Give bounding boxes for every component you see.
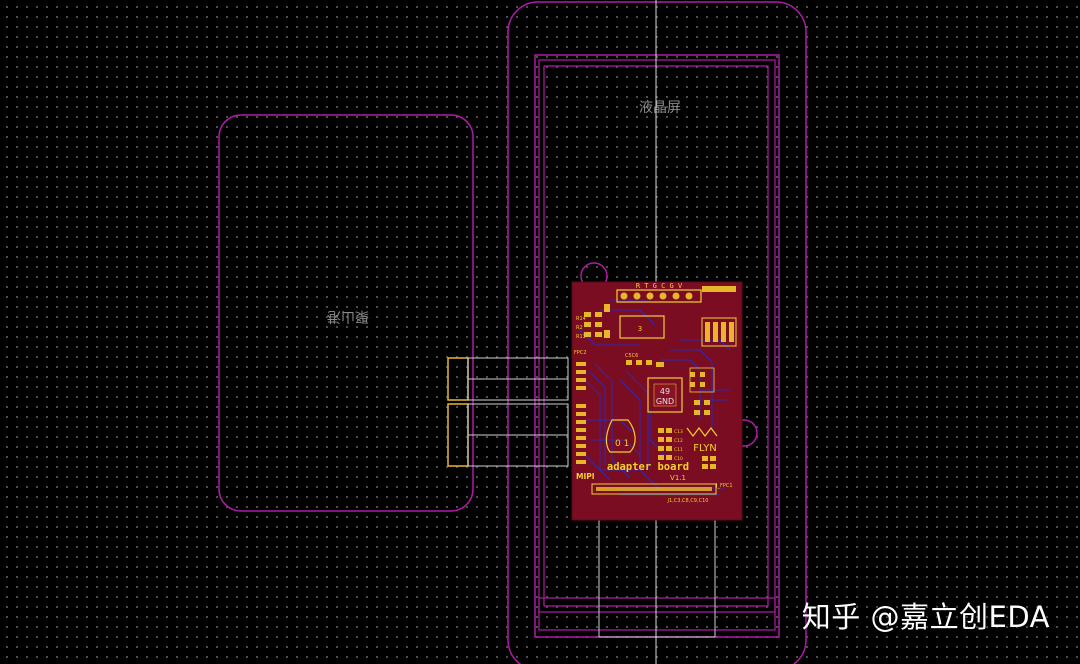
pcb-board[interactable]: R T G C G V 3 R14 R2 R13 FPC2 C5C6 (571, 281, 743, 521)
lcd-label: 液晶屏 (639, 100, 681, 116)
battery-label: 聚山港 (327, 308, 369, 324)
battery-outline[interactable] (218, 114, 474, 512)
r-ref-1: R14 (576, 316, 586, 322)
left-edge-pads[interactable] (576, 362, 586, 464)
c-ref-4: C10 (674, 456, 683, 462)
c-ref-1: C13 (674, 429, 683, 435)
svg-text:0 1: 0 1 (615, 439, 629, 449)
watermark-text: 知乎 @嘉立创EDA (801, 600, 1050, 634)
fpc-cable[interactable] (598, 520, 716, 638)
cap-group-bottom-right[interactable] (702, 456, 716, 469)
cap-row-center[interactable] (626, 360, 664, 367)
fpc-connector[interactable] (591, 483, 717, 495)
mipi-label: MIPI (576, 472, 595, 481)
top-right-pads (702, 286, 736, 292)
dip-switch[interactable] (701, 317, 737, 347)
bottom-ref: J1,C3,C8,C9,C10 (667, 498, 709, 504)
c-ref-3: C11 (674, 447, 683, 453)
lcd-outline-2 (538, 59, 776, 631)
r-ref-2: R2 (576, 325, 583, 331)
traces (579, 299, 731, 496)
main-chip-net: GND (656, 397, 674, 406)
brand-text: FLYN (693, 443, 717, 454)
board-title: adapter board (607, 461, 689, 473)
cap-group-right[interactable] (690, 372, 710, 415)
battery-connector[interactable] (447, 357, 569, 467)
misc-ref: FPC2 (574, 350, 587, 356)
resistor-group-left[interactable] (584, 304, 610, 338)
lcd-outline-4 (538, 597, 776, 613)
ic-top[interactable] (619, 315, 665, 339)
main-chip-pin: 49 (660, 387, 670, 396)
header-pins[interactable] (616, 289, 702, 303)
u-ref: C5C6 (625, 353, 638, 359)
cap-column-center[interactable] (658, 428, 672, 460)
logo-icon: 0 1 (605, 419, 636, 453)
brand-wave-icon (686, 427, 718, 437)
c-ref-2: C12 (674, 438, 683, 444)
enclosure-outline[interactable] (507, 1, 807, 664)
ic-top-ref: 3 (638, 325, 642, 333)
r-ref-3: R13 (576, 334, 586, 340)
conn-ref: J_FPC1 (715, 483, 733, 489)
main-chip[interactable]: 49 GND (647, 377, 683, 413)
header-pin-labels: R T G C G V (636, 282, 683, 290)
right-part-outline (689, 367, 715, 393)
board-version: V1.1 (670, 474, 686, 482)
